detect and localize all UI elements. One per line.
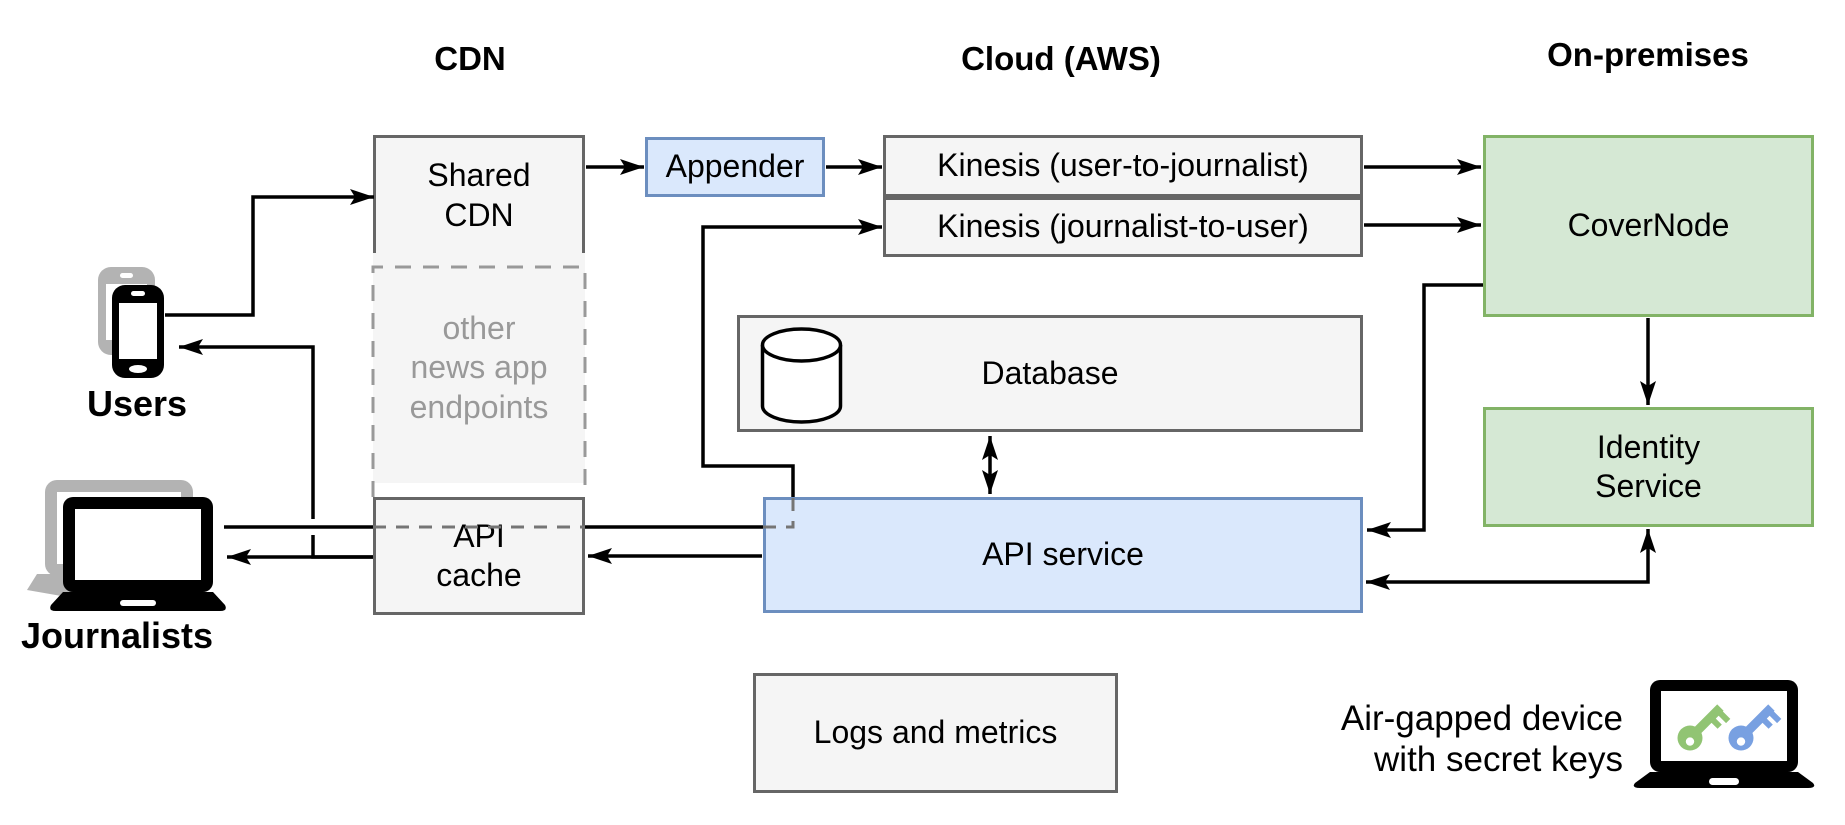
column-header-cdn: CDN <box>434 40 506 77</box>
column-header-cloud-aws: Cloud (AWS) <box>961 40 1161 77</box>
node-api-cache: API cache <box>373 497 585 615</box>
key-icon-blue <box>1728 704 1782 751</box>
node-api-service: API service <box>763 497 1363 613</box>
node-shared-cdn: Shared CDN <box>373 135 585 256</box>
edge-api-service-identity-service <box>1366 529 1656 590</box>
node-identity-service: Identity Service <box>1483 407 1814 527</box>
airgap-caption: Air-gapped device with secret keys <box>1340 699 1623 780</box>
actor-label-journalists: Journalists <box>20 615 214 656</box>
edge-covernode-to-api-service <box>1367 283 1483 538</box>
node-database: Database <box>737 315 1363 432</box>
edge-users-to-shared-cdn <box>165 189 374 317</box>
node-logs-and-metrics: Logs and metrics <box>753 673 1118 793</box>
actor-label-users: Users <box>86 383 188 424</box>
key-icon-green <box>1677 704 1731 751</box>
smartphone-icon <box>98 267 164 378</box>
edge-api-cache-to-users <box>311 535 373 559</box>
node-other-news-app-endpoints: other news app endpoints <box>373 253 585 483</box>
node-kinesis-user-to-journalist: Kinesis (user-to-journalist) <box>883 135 1363 197</box>
node-appender: Appender <box>645 137 825 197</box>
column-header-on-premises: On-premises <box>1547 36 1749 73</box>
node-covernode: CoverNode <box>1483 135 1814 317</box>
laptop-with-keys-icon <box>1633 680 1815 788</box>
laptop-icon <box>27 480 226 611</box>
node-kinesis-journalist-to-user: Kinesis (journalist-to-user) <box>883 197 1363 257</box>
